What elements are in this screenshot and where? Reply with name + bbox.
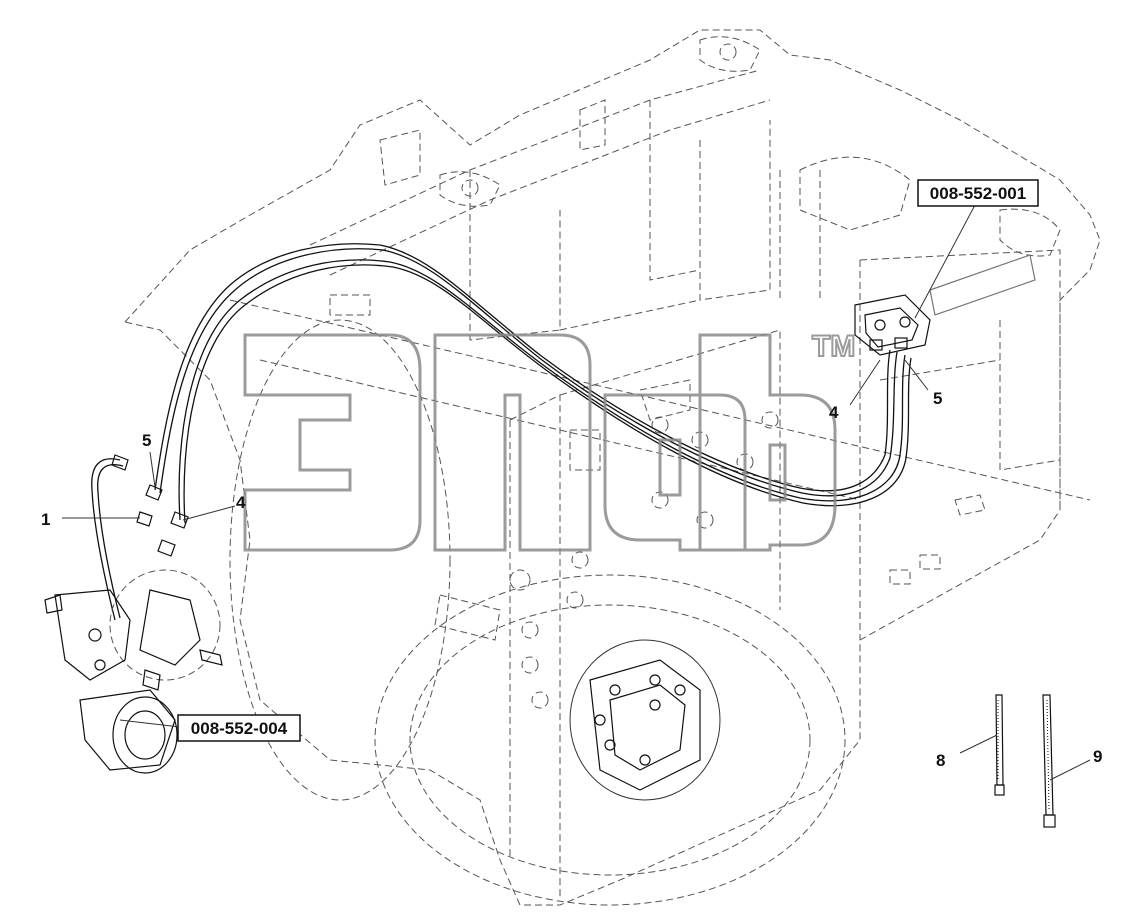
leader-lines [62,204,1091,781]
watermark-letter-b-icon [698,333,837,552]
callout-8[interactable]: 8 [936,751,945,770]
drive-motor [44,569,223,774]
cable-tie-8 [994,694,1005,796]
left-fittings [91,454,189,621]
control-valve [854,254,1036,356]
machine-frame [124,29,1101,906]
fitting-4-left-icon [170,511,189,529]
fitting-1-icon [136,511,153,527]
callout-4-right[interactable]: 4 [829,403,839,422]
ref-label-valve: 008-552-001 [930,184,1026,203]
hydraulic-hoses [154,243,912,524]
watermark: TM [243,329,856,552]
callout-9[interactable]: 9 [1093,747,1102,766]
ref-label-motor: 008-552-004 [191,719,288,738]
callout-5-left[interactable]: 5 [142,431,151,450]
ref-box-motor[interactable]: 008-552-004 [177,714,301,742]
fitting-5-left-icon [145,484,163,501]
watermark-letter-e-icon [243,333,422,552]
fitting-4-lower-icon [157,539,176,557]
callout-4-left[interactable]: 4 [236,493,246,512]
ref-box-valve[interactable]: 008-552-001 [917,179,1039,207]
drum-hub-assembly [569,639,721,801]
hose-end-fitting-icon [111,454,129,471]
cable-tie-9 [1042,694,1056,828]
plate-holes [509,411,779,709]
callout-1[interactable]: 1 [41,510,50,529]
watermark-letter-p-icon [433,333,592,552]
watermark-trademark: TM [812,330,855,363]
callout-5-right[interactable]: 5 [933,389,942,408]
watermark-letter-a-icon [603,393,747,552]
